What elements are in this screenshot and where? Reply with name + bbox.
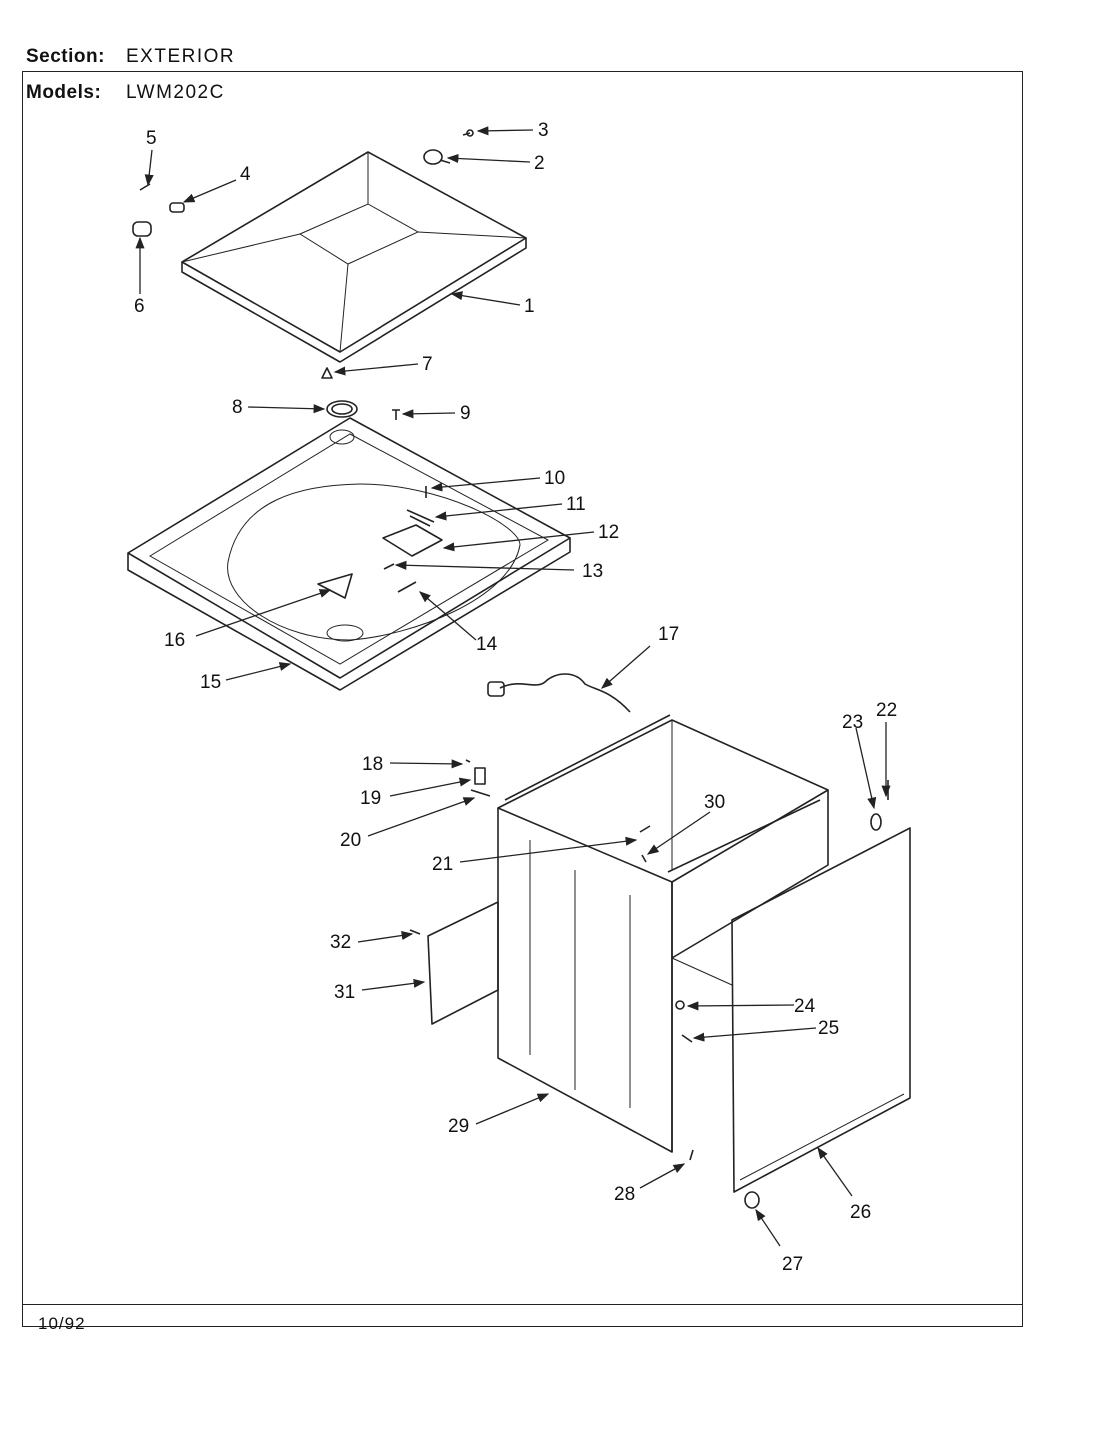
callout-12: 12 [598, 522, 619, 543]
callout-6: 6 [134, 296, 145, 317]
hinge-parts [132, 129, 474, 420]
models-label: Models: [26, 82, 102, 103]
callout-4: 4 [240, 164, 251, 185]
access-panel-part [409, 901, 499, 1025]
callout-numbers: 1 2 3 4 5 6 7 8 9 10 11 12 13 14 15 16 1… [134, 120, 897, 1275]
callout-1: 1 [524, 296, 535, 317]
diagram-frame [22, 71, 1023, 1327]
callout-29: 29 [448, 1116, 469, 1137]
callout-22: 22 [876, 700, 897, 721]
callout-11: 11 [566, 494, 586, 515]
callout-17: 17 [658, 624, 679, 645]
section-header: Section: EXTERIOR [26, 46, 235, 68]
callout-30: 30 [704, 792, 725, 813]
side-panel-part [731, 780, 911, 1209]
footer-date: 10/92 [38, 1314, 86, 1333]
section-value: EXTERIOR [126, 46, 236, 67]
callout-18: 18 [362, 754, 383, 775]
cabinet-part [497, 714, 829, 1153]
callout-13: 13 [582, 561, 603, 582]
callout-28: 28 [614, 1184, 635, 1205]
callout-3: 3 [538, 120, 549, 141]
small-hardware [465, 759, 694, 1161]
footer-divider [23, 1304, 1022, 1305]
models-header: Models: LWM202C [26, 82, 225, 104]
callout-14: 14 [476, 634, 498, 655]
callout-9: 9 [460, 403, 471, 424]
top-panel-part [127, 417, 571, 691]
callout-26: 26 [850, 1202, 871, 1223]
callout-7: 7 [422, 354, 433, 375]
models-value: LWM202C [126, 82, 225, 103]
callout-27: 27 [782, 1254, 803, 1275]
callout-19: 19 [360, 788, 381, 809]
callout-25: 25 [818, 1018, 839, 1039]
leader-lines [135, 126, 891, 1247]
callout-23: 23 [842, 712, 863, 733]
callout-8: 8 [232, 397, 243, 418]
callout-2: 2 [534, 153, 545, 174]
callout-5: 5 [146, 128, 157, 149]
lid-part [181, 151, 527, 363]
callout-32: 32 [330, 932, 351, 953]
power-cord-part [487, 673, 631, 713]
callout-15: 15 [200, 672, 221, 693]
section-label: Section: [26, 46, 105, 67]
callout-21: 21 [432, 854, 453, 875]
callout-20: 20 [340, 830, 361, 851]
callout-16: 16 [164, 630, 185, 651]
callout-24: 24 [794, 996, 816, 1017]
callout-10: 10 [544, 468, 565, 489]
callout-31: 31 [334, 982, 355, 1003]
